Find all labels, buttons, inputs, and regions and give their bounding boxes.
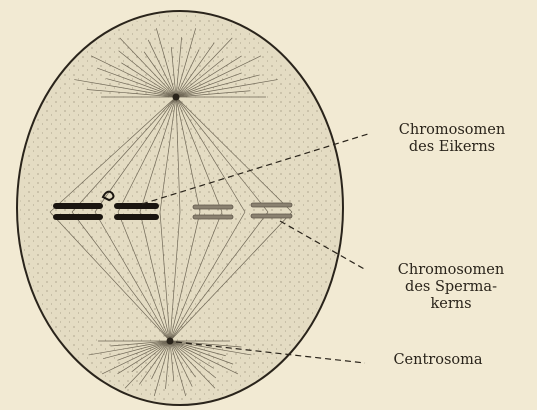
label-centrosoma: Centrosoma <box>368 352 508 369</box>
egg-chromosome <box>114 203 159 209</box>
label-chromosomen-spermakern: Chromosomen des Sperma- kerns <box>366 262 536 313</box>
sperm-chromosome <box>193 205 233 209</box>
label-line: Chromosomen <box>372 122 532 139</box>
centrosome-bottom <box>167 338 174 345</box>
label-chromosomen-eikern: Chromosomen des Eikerns <box>372 122 532 156</box>
sperm-chromosome <box>251 203 292 207</box>
egg-chromosome <box>53 214 103 220</box>
label-line: kerns <box>366 296 536 313</box>
sperm-chromosome <box>193 215 233 219</box>
label-line: Chromosomen <box>366 262 536 279</box>
sperm-chromosome <box>251 214 292 218</box>
label-line: des Eikerns <box>372 139 532 156</box>
egg-chromosome <box>53 203 103 209</box>
label-line: des Sperma- <box>366 279 536 296</box>
egg-chromosome <box>114 214 159 220</box>
centrosome-top <box>173 94 180 101</box>
label-line: Centrosoma <box>368 352 508 369</box>
